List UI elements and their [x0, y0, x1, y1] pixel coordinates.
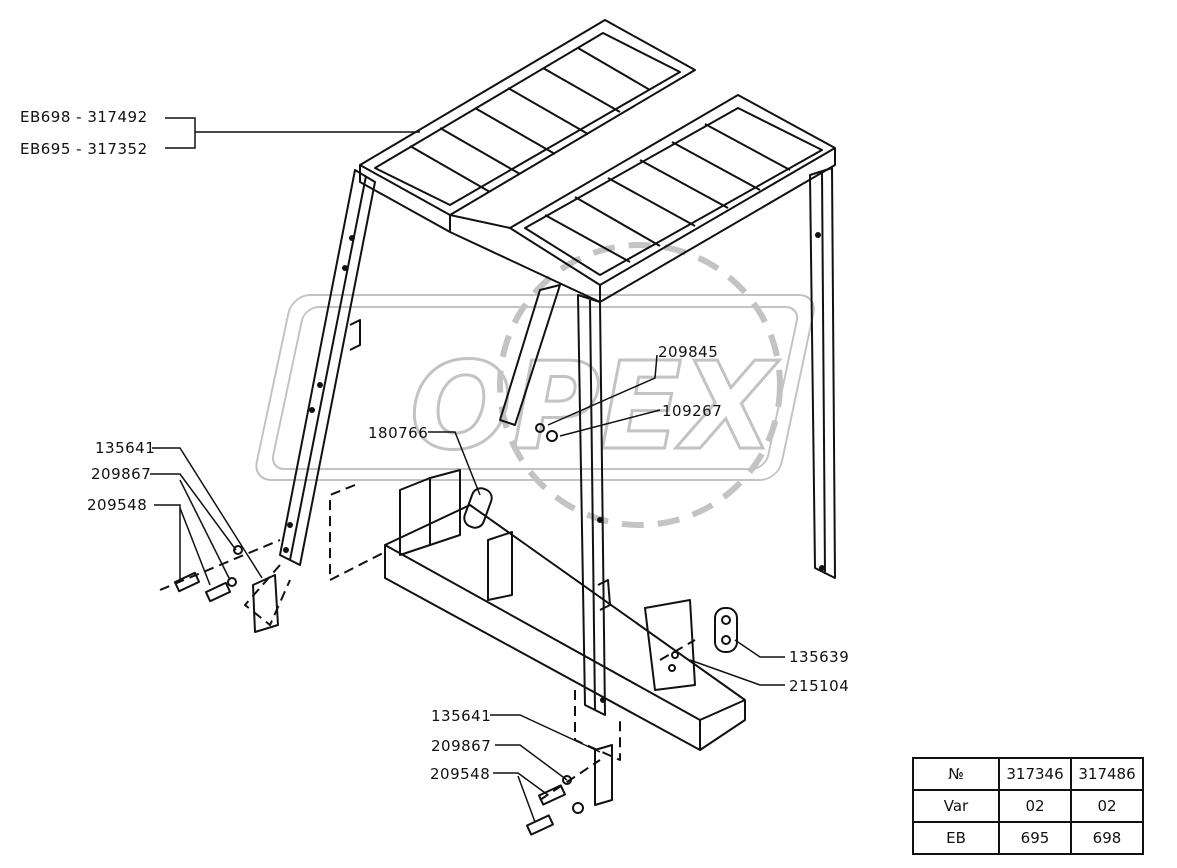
- table-cell: 317346: [998, 757, 1072, 791]
- table-row: № 317346 317486: [912, 757, 1144, 791]
- part-label-135641-bottom: 135641: [431, 707, 492, 725]
- part-label-180766: 180766: [368, 424, 429, 442]
- canopy-drawing: [159, 19, 836, 836]
- table-row: EB 695 698: [912, 821, 1144, 855]
- table-cell: 317486: [1070, 757, 1144, 791]
- part-label-135641-left: 135641: [95, 439, 156, 457]
- table-cell: 02: [998, 789, 1072, 823]
- leader-lines: [150, 117, 785, 823]
- opex-watermark-logo: OPEX: [255, 242, 815, 528]
- table-row: Var 02 02: [912, 789, 1144, 823]
- part-label-215104: 215104: [789, 677, 850, 695]
- table-cell: №: [912, 757, 1000, 791]
- part-label-109267: 109267: [662, 402, 723, 420]
- part-label-209867-bottom: 209867: [431, 737, 492, 755]
- table-cell: 698: [1070, 821, 1144, 855]
- spec-table: № 317346 317486 Var 02 02 EB 695 698: [912, 757, 1144, 855]
- part-label-209548-left: 209548: [87, 496, 148, 514]
- table-cell: 02: [1070, 789, 1144, 823]
- assembly-label-eb695: EB695 - 317352: [20, 140, 148, 158]
- table-cell: EB: [912, 821, 1000, 855]
- part-label-209845: 209845: [658, 343, 719, 361]
- part-label-209548-bottom: 209548: [430, 765, 491, 783]
- svg-text:OPEX: OPEX: [410, 338, 780, 477]
- part-label-135639: 135639: [789, 648, 850, 666]
- part-label-209867-left: 209867: [91, 465, 152, 483]
- assembly-label-eb698: EB698 - 317492: [20, 108, 148, 126]
- table-cell: Var: [912, 789, 1000, 823]
- table-cell: 695: [998, 821, 1072, 855]
